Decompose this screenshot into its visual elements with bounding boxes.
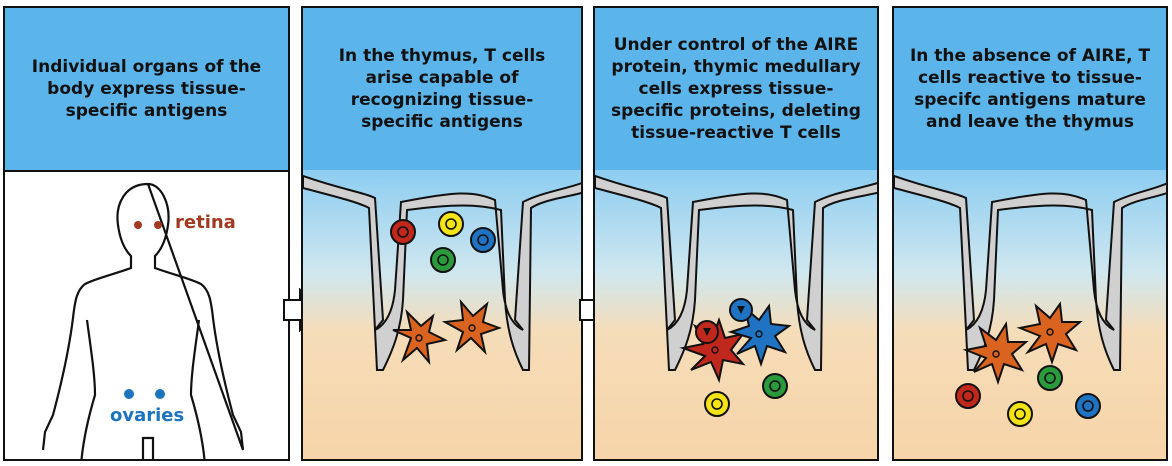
t-cell-red	[955, 383, 981, 409]
panel-2-header: In the thymus, T cells arise capable of …	[303, 8, 581, 172]
t-cell-blue	[1075, 393, 1101, 419]
medullary-cell-2	[1016, 301, 1083, 366]
medullary-cell-1	[962, 321, 1029, 386]
panel-1-caption: Individual organs of the body express ti…	[31, 57, 262, 121]
thymus-scene-2	[303, 170, 581, 459]
retina-dot-left	[134, 221, 142, 229]
panel-3: Under control of the AIRE protein, thymi…	[593, 6, 879, 461]
epithelial-network	[894, 174, 1166, 371]
bound-t-cell-blue	[729, 298, 753, 322]
thymus-scene-4	[894, 170, 1166, 459]
panel-2-caption: In the thymus, T cells arise capable of …	[338, 46, 546, 132]
ovary-dot-right	[155, 389, 165, 399]
body-illustration	[41, 182, 245, 459]
panel-3-caption: Under control of the AIRE protein, thymi…	[611, 35, 861, 143]
retina-dot-right	[154, 221, 162, 229]
panel-3-header: Under control of the AIRE protein, thymi…	[595, 8, 877, 172]
ovaries-label: ovaries	[110, 405, 185, 426]
panel-1-header: Individual organs of the body express ti…	[5, 8, 288, 172]
panel-2: In the thymus, T cells arise capable of …	[301, 6, 583, 461]
panel-4-header: In the absence of AIRE, T cells reactive…	[894, 8, 1166, 172]
medullary-cell-2	[441, 298, 502, 356]
t-cell-yellow	[438, 211, 464, 237]
t-cell-yellow	[1007, 401, 1033, 427]
ovary-dot-left	[124, 389, 134, 399]
medullary-cell-1	[392, 308, 448, 366]
t-cell-red	[390, 219, 416, 245]
t-cell-green	[430, 247, 456, 273]
t-cell-green	[1037, 365, 1063, 391]
panel-1: Individual organs of the body express ti…	[3, 6, 290, 461]
t-cell-green	[762, 373, 788, 399]
epithelial-network	[595, 174, 877, 371]
thymus-scene-3	[595, 170, 877, 459]
t-cell-yellow	[704, 391, 730, 417]
medullary-cell-blue	[727, 303, 792, 368]
bound-t-cell-red	[695, 320, 719, 344]
t-cell-blue	[470, 227, 496, 253]
human-body-outline	[41, 182, 245, 459]
panel-4: In the absence of AIRE, T cells reactive…	[892, 6, 1168, 461]
retina-label: retina	[175, 212, 236, 233]
panel-4-caption: In the absence of AIRE, T cells reactive…	[909, 46, 1151, 132]
